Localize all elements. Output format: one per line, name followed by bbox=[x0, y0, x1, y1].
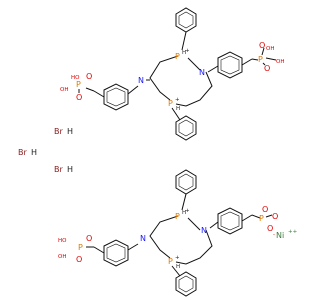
bromide-ions: Br H Br H Br H bbox=[18, 127, 73, 174]
molecule-drawing: P H + N N P + H P O OH OH O bbox=[18, 7, 298, 297]
phenyl-ring bbox=[175, 169, 197, 195]
phosphorus-atom: P bbox=[76, 80, 81, 89]
charge-label: + bbox=[175, 97, 180, 103]
hydrogen-label: H bbox=[176, 264, 180, 270]
nitrogen-atom: N bbox=[138, 76, 144, 85]
phenyl-ring-inner bbox=[178, 11, 194, 29]
nitrogen-atom: N bbox=[201, 226, 207, 235]
phenyl-ring bbox=[175, 115, 197, 141]
hydrogen-label: H bbox=[176, 106, 180, 112]
ho-group: HO bbox=[58, 238, 67, 244]
oxygen-atom: O bbox=[86, 234, 92, 243]
oxygen-atom: O bbox=[262, 205, 268, 214]
charge-label: - bbox=[273, 232, 275, 238]
benzene-ring bbox=[103, 83, 129, 111]
nitrogen-atom: N bbox=[140, 234, 146, 243]
oh-group: OH bbox=[58, 254, 66, 260]
oxygen-atom: O bbox=[86, 72, 92, 81]
charge-label: + bbox=[185, 208, 190, 214]
oxygen-atom: O bbox=[264, 64, 270, 73]
oxygen-atom: O bbox=[267, 224, 273, 233]
phosphonium-atom: P bbox=[175, 212, 180, 221]
charge-label: + bbox=[185, 48, 190, 54]
charge-label: + bbox=[175, 255, 180, 261]
lower-cation: P H + N N P + H P O O O - Ni ++ P O bbox=[58, 169, 298, 297]
phosphorus-atom: P bbox=[78, 243, 83, 252]
hydrogen-bromide: Br bbox=[54, 165, 63, 174]
hydrogen-label: H bbox=[31, 148, 37, 157]
hydrogen-label: H bbox=[182, 210, 186, 216]
nickel-ion: Ni bbox=[276, 231, 284, 240]
oxygen-atom: O bbox=[76, 255, 82, 264]
hydrogen-label: H bbox=[67, 127, 73, 136]
phosphonium-atom: P bbox=[168, 99, 173, 108]
ho-group: HO bbox=[71, 75, 80, 81]
phosphonium-atom: P bbox=[175, 52, 180, 61]
benzene-ring bbox=[217, 207, 243, 235]
oh-group: OH bbox=[60, 87, 68, 93]
oh-group: OH bbox=[276, 59, 284, 65]
phosphorus-atom: P bbox=[258, 55, 263, 64]
structure-canvas: P H + N N P + H P O OH OH O bbox=[18, 7, 298, 297]
oxygen-atom: O bbox=[272, 212, 278, 221]
phenyl-ring bbox=[175, 271, 197, 297]
oxygen-atom: O bbox=[76, 93, 82, 102]
hydrogen-bromide: Br bbox=[18, 148, 27, 157]
hydrogen-bromide: Br bbox=[54, 127, 63, 136]
nitrogen-atom: N bbox=[199, 68, 205, 77]
phosphorus-atom: P bbox=[259, 214, 264, 223]
charge-label: ++ bbox=[288, 229, 298, 235]
benzene-ring bbox=[217, 51, 243, 79]
hydrogen-label: H bbox=[182, 50, 186, 56]
oxygen-atom: O bbox=[259, 41, 265, 50]
upper-cation: P H + N N P + H P O OH OH O bbox=[60, 7, 284, 141]
oh-group: OH bbox=[266, 46, 274, 52]
benzene-ring bbox=[103, 239, 129, 267]
phenyl-ring bbox=[175, 7, 197, 33]
phosphonium-atom: P bbox=[168, 257, 173, 266]
hydrogen-label: H bbox=[67, 165, 73, 174]
